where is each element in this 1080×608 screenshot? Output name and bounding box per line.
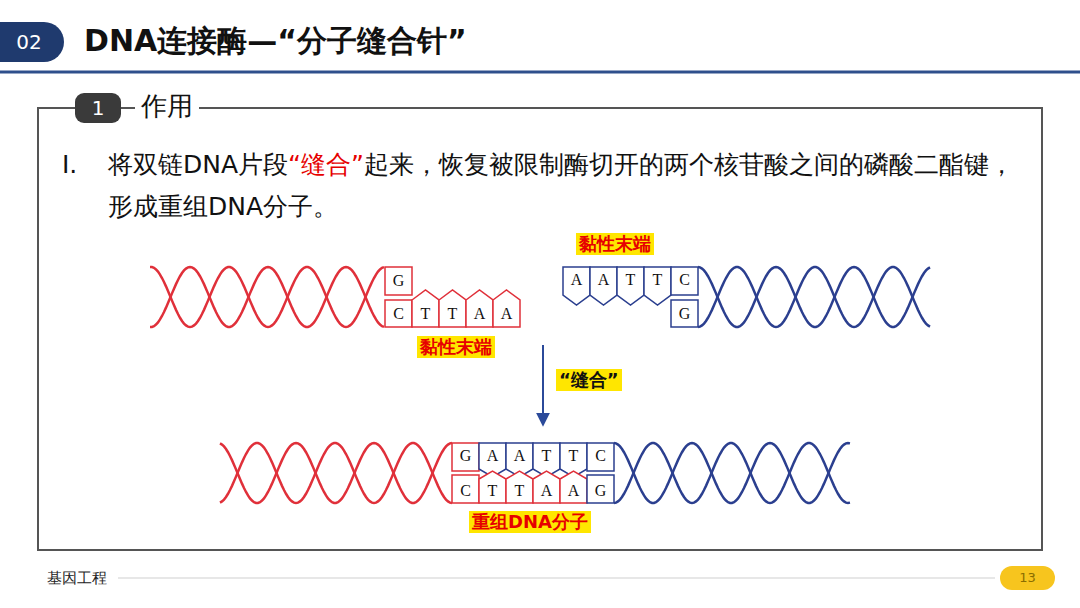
node-text: 作用 xyxy=(135,90,199,122)
base-letter: A xyxy=(493,304,520,324)
base-cell xyxy=(493,290,520,327)
base-cell xyxy=(671,300,698,327)
red-helix xyxy=(220,443,452,503)
base-letter: A xyxy=(506,446,533,466)
base-cell xyxy=(452,443,479,471)
base-letter: G xyxy=(385,271,412,291)
base-letter: A xyxy=(560,481,587,501)
base-letter: T xyxy=(644,270,671,290)
base-cell xyxy=(587,475,614,503)
base-cell xyxy=(560,471,587,503)
base-letter: T xyxy=(533,446,560,466)
red-helix xyxy=(150,267,384,327)
base-cell xyxy=(644,267,671,305)
base-letter: T xyxy=(439,304,466,324)
red-helix xyxy=(220,443,452,503)
base-cell xyxy=(590,267,617,305)
base-letter: A xyxy=(533,481,560,501)
base-letter: G xyxy=(452,446,479,466)
item-badge: 1 xyxy=(75,93,121,123)
base-letter: C xyxy=(671,270,698,290)
base-cell xyxy=(587,443,614,471)
base-cell xyxy=(563,267,590,305)
blue-helix xyxy=(614,443,850,503)
ligation-arrow xyxy=(542,345,544,424)
body-text: 将双链DNA片段 xyxy=(108,150,288,179)
base-letter: C xyxy=(385,304,412,324)
footer-text: 基因工程 xyxy=(47,568,107,588)
base-cell xyxy=(506,471,533,503)
base-cell xyxy=(533,471,560,503)
base-cell xyxy=(452,475,479,503)
base-cell xyxy=(412,290,439,327)
body-text: 将双链DNA片段“缝合”起来，恢复被限制酶切开的两个核苷酸之间的磷酸二酯键，形成… xyxy=(108,144,1033,228)
list-marker: I. xyxy=(62,144,77,186)
base-letter: A xyxy=(590,270,617,290)
base-cell xyxy=(479,471,506,503)
base-cell xyxy=(466,290,493,327)
base-letter: T xyxy=(617,270,644,290)
base-letter: T xyxy=(412,304,439,324)
body-text: “缝合” xyxy=(288,150,364,179)
sticky-end-label: 黏性末端 xyxy=(417,336,495,358)
blue-helix xyxy=(698,267,930,327)
page-pill xyxy=(1000,566,1055,590)
node-text: 1 xyxy=(75,96,121,120)
base-letter: T xyxy=(479,481,506,501)
section-badge: 02 xyxy=(0,22,64,62)
node-text: 02 xyxy=(0,30,58,54)
arrow-label: “缝合” xyxy=(556,369,622,391)
blue-helix xyxy=(698,267,930,327)
base-letter: A xyxy=(563,270,590,290)
base-letter: C xyxy=(452,481,479,501)
base-cell xyxy=(439,290,466,327)
base-letter: G xyxy=(671,304,698,324)
base-cell xyxy=(671,267,698,295)
base-cell xyxy=(385,300,412,327)
base-cell xyxy=(617,267,644,305)
sticky-end-label: 黏性末端 xyxy=(576,233,654,255)
base-letter: T xyxy=(506,481,533,501)
slide-title: DNA连接酶—“分子缝合针” xyxy=(84,20,467,62)
base-letter: T xyxy=(560,446,587,466)
red-helix xyxy=(150,267,384,327)
base-cell xyxy=(385,267,412,295)
header-rule xyxy=(0,71,1080,74)
base-letter: C xyxy=(587,446,614,466)
base-letter: A xyxy=(466,304,493,324)
page-number: 13 xyxy=(1000,569,1055,587)
footer-rule xyxy=(118,578,995,579)
blue-helix xyxy=(614,443,850,503)
result-label: 重组DNA分子 xyxy=(469,511,591,533)
base-letter: A xyxy=(479,446,506,466)
base-letter: G xyxy=(587,481,614,501)
